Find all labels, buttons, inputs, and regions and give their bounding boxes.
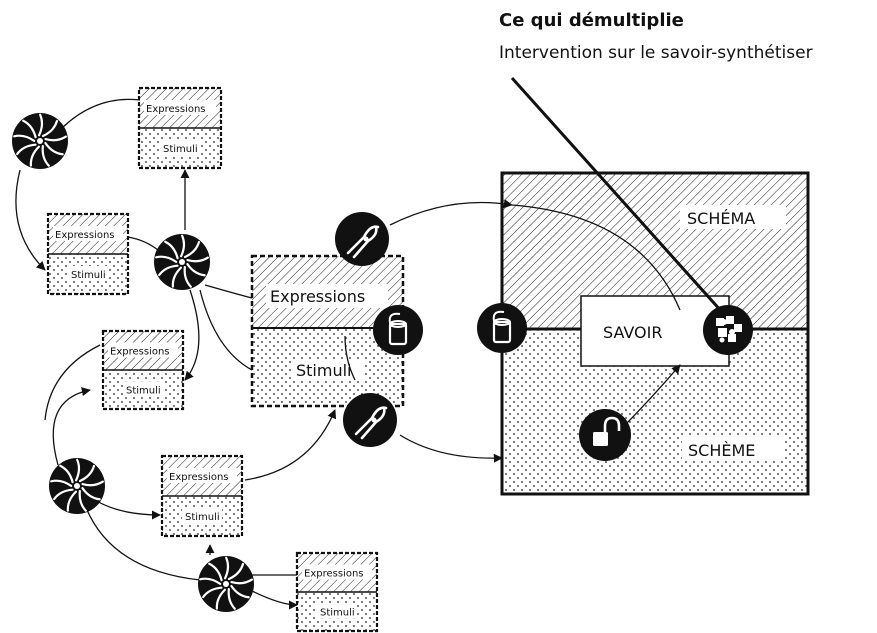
- connector: [84, 504, 201, 581]
- diagram-subtitle: Intervention sur le savoir-synthétiser: [499, 43, 813, 63]
- small-boxes: ExpressionsStimuliExpressionsStimuliExpr…: [46, 86, 379, 633]
- scheme-label: SCHÈME: [688, 441, 755, 460]
- open-can-icon: [475, 301, 529, 355]
- connector: [184, 289, 200, 381]
- connectors: [15, 76, 724, 610]
- connector: [199, 289, 253, 371]
- connector: [244, 409, 337, 481]
- connector: [52, 387, 91, 466]
- large-box: SCHÉMA SCHÈME SAVOIR: [500, 171, 810, 496]
- small-box-stimuli-label: Stimuli: [163, 144, 198, 155]
- swirl-icon: [47, 456, 107, 516]
- small-box-expressions-label: Expressions: [110, 347, 170, 358]
- small-box-expressions-label: Expressions: [55, 230, 115, 241]
- small-box-stimuli-label: Stimuli: [71, 270, 106, 281]
- pliers-icon: [333, 210, 391, 268]
- open-can-icon: [371, 303, 425, 357]
- diagram-title: Ce qui démultiplie: [499, 10, 684, 31]
- connector: [511, 204, 681, 311]
- connector: [15, 169, 46, 271]
- connector: [249, 589, 298, 610]
- puzzle-pieces-icon: [703, 305, 753, 355]
- small-box-expressions-label: Expressions: [304, 569, 364, 580]
- schema-label: SCHÉMA: [687, 209, 755, 228]
- connector: [344, 335, 356, 381]
- mid-box-expressions-label: Expressions: [270, 287, 365, 306]
- connector: [44, 344, 101, 421]
- callout-line: [510, 76, 724, 314]
- small-box-expressions-label: Expressions: [169, 472, 229, 483]
- small-box-stimuli-label: Stimuli: [320, 608, 355, 619]
- connector: [389, 199, 513, 226]
- connector: [59, 98, 141, 131]
- small-box-stimuli-label: Stimuli: [126, 386, 161, 397]
- swirl-icon: [196, 554, 256, 614]
- connector: [399, 434, 503, 463]
- mid-box-stimuli-label: Stimuli: [296, 361, 352, 380]
- savoir-label: SAVOIR: [603, 323, 662, 342]
- small-box-stimuli-label: Stimuli: [185, 512, 220, 523]
- swirl-icon: [10, 111, 70, 171]
- connector: [204, 284, 253, 299]
- open-padlock-icon: [577, 407, 633, 463]
- connector: [127, 236, 159, 251]
- swirl-icon: [152, 232, 212, 292]
- pliers-icon: [341, 391, 399, 449]
- connector: [94, 499, 161, 520]
- small-box-expressions-label: Expressions: [146, 104, 206, 115]
